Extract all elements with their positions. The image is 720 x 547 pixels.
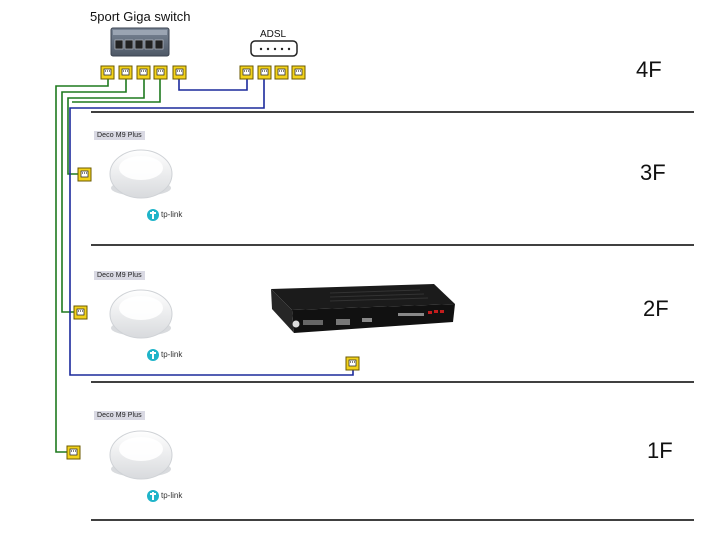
deco-unit-1f <box>109 430 173 480</box>
tplink-logo-1f: tp-link <box>147 490 182 502</box>
tplink-icon <box>147 349 159 361</box>
floor-label-1f: 1F <box>647 438 673 463</box>
floor-label-2f: 2F <box>643 296 669 321</box>
switch-jacks <box>100 65 187 80</box>
wall-jack-1f <box>66 445 81 460</box>
media-box-device <box>271 284 455 333</box>
green-cables <box>55 79 161 453</box>
wall-jack-2f-device <box>345 356 360 371</box>
wall-jack-3f <box>77 167 92 182</box>
floor-label-3f: 3F <box>640 160 666 185</box>
adsl-label: ADSL <box>260 29 287 40</box>
deco-unit-3f <box>109 149 173 199</box>
deco-badge-1f: Deco M9 Plus <box>94 411 145 420</box>
switch-label: 5port Giga switch <box>90 9 191 24</box>
cable-adsl-to-2f-device <box>69 79 354 376</box>
tplink-icon <box>147 209 159 221</box>
cable-switch-to-3f <box>67 79 145 175</box>
tplink-icon <box>147 490 159 502</box>
cable-switch-to-adsl <box>178 79 248 91</box>
wall-jack-2f <box>73 305 88 320</box>
adsl-jacks <box>239 65 306 80</box>
tplink-logo-2f: tp-link <box>147 349 182 361</box>
tplink-text: tp-link <box>161 491 183 501</box>
tplink-logo-3f: tp-link <box>147 209 182 221</box>
deco-badge-3f: Deco M9 Plus <box>94 131 145 140</box>
cable-switch-to-1f <box>55 79 109 453</box>
cable-switch-aux <box>72 79 161 103</box>
blue-cables <box>69 79 354 376</box>
cable-switch-to-2f <box>61 79 127 313</box>
switch-device <box>110 27 170 57</box>
tplink-text: tp-link <box>161 350 183 360</box>
deco-unit-2f <box>109 289 173 339</box>
adsl-device <box>250 40 298 57</box>
deco-badge-2f: Deco M9 Plus <box>94 271 145 280</box>
tplink-text: tp-link <box>161 210 183 220</box>
floor-label-4f: 4F <box>636 57 662 82</box>
